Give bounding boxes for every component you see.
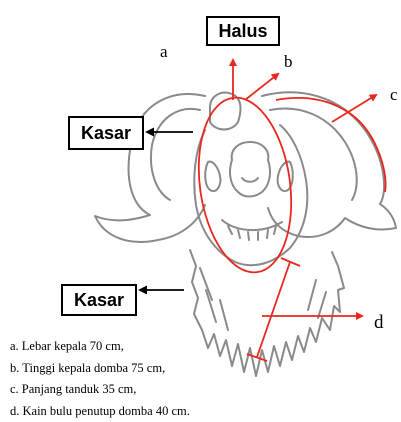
snout: [230, 142, 270, 197]
head-width-ellipse: [188, 92, 302, 279]
letter-a: a: [160, 42, 168, 62]
mouth: [222, 220, 282, 230]
caption-c: c. Panjang tanduk 35 cm,: [10, 379, 190, 401]
caption-list: a. Lebar kepala 70 cm, b. Tinggi kepala …: [10, 336, 190, 422]
texture-arrows: [140, 132, 193, 290]
caption-a: a. Lebar kepala 70 cm,: [10, 336, 190, 358]
label-kasar-bottom: Kasar: [61, 284, 137, 316]
caption-d: d. Kain bulu penutup domba 40 cm.: [10, 401, 190, 422]
left-eye: [205, 162, 220, 191]
letter-d: d: [374, 312, 384, 334]
caption-b: b. Tinggi kepala domba 75 cm,: [10, 358, 190, 380]
letter-b: b: [284, 52, 293, 72]
label-halus: Halus: [206, 16, 280, 46]
measurement-annotations: [188, 60, 385, 361]
letter-c: c: [390, 85, 398, 105]
label-kasar-top: Kasar: [68, 116, 144, 150]
